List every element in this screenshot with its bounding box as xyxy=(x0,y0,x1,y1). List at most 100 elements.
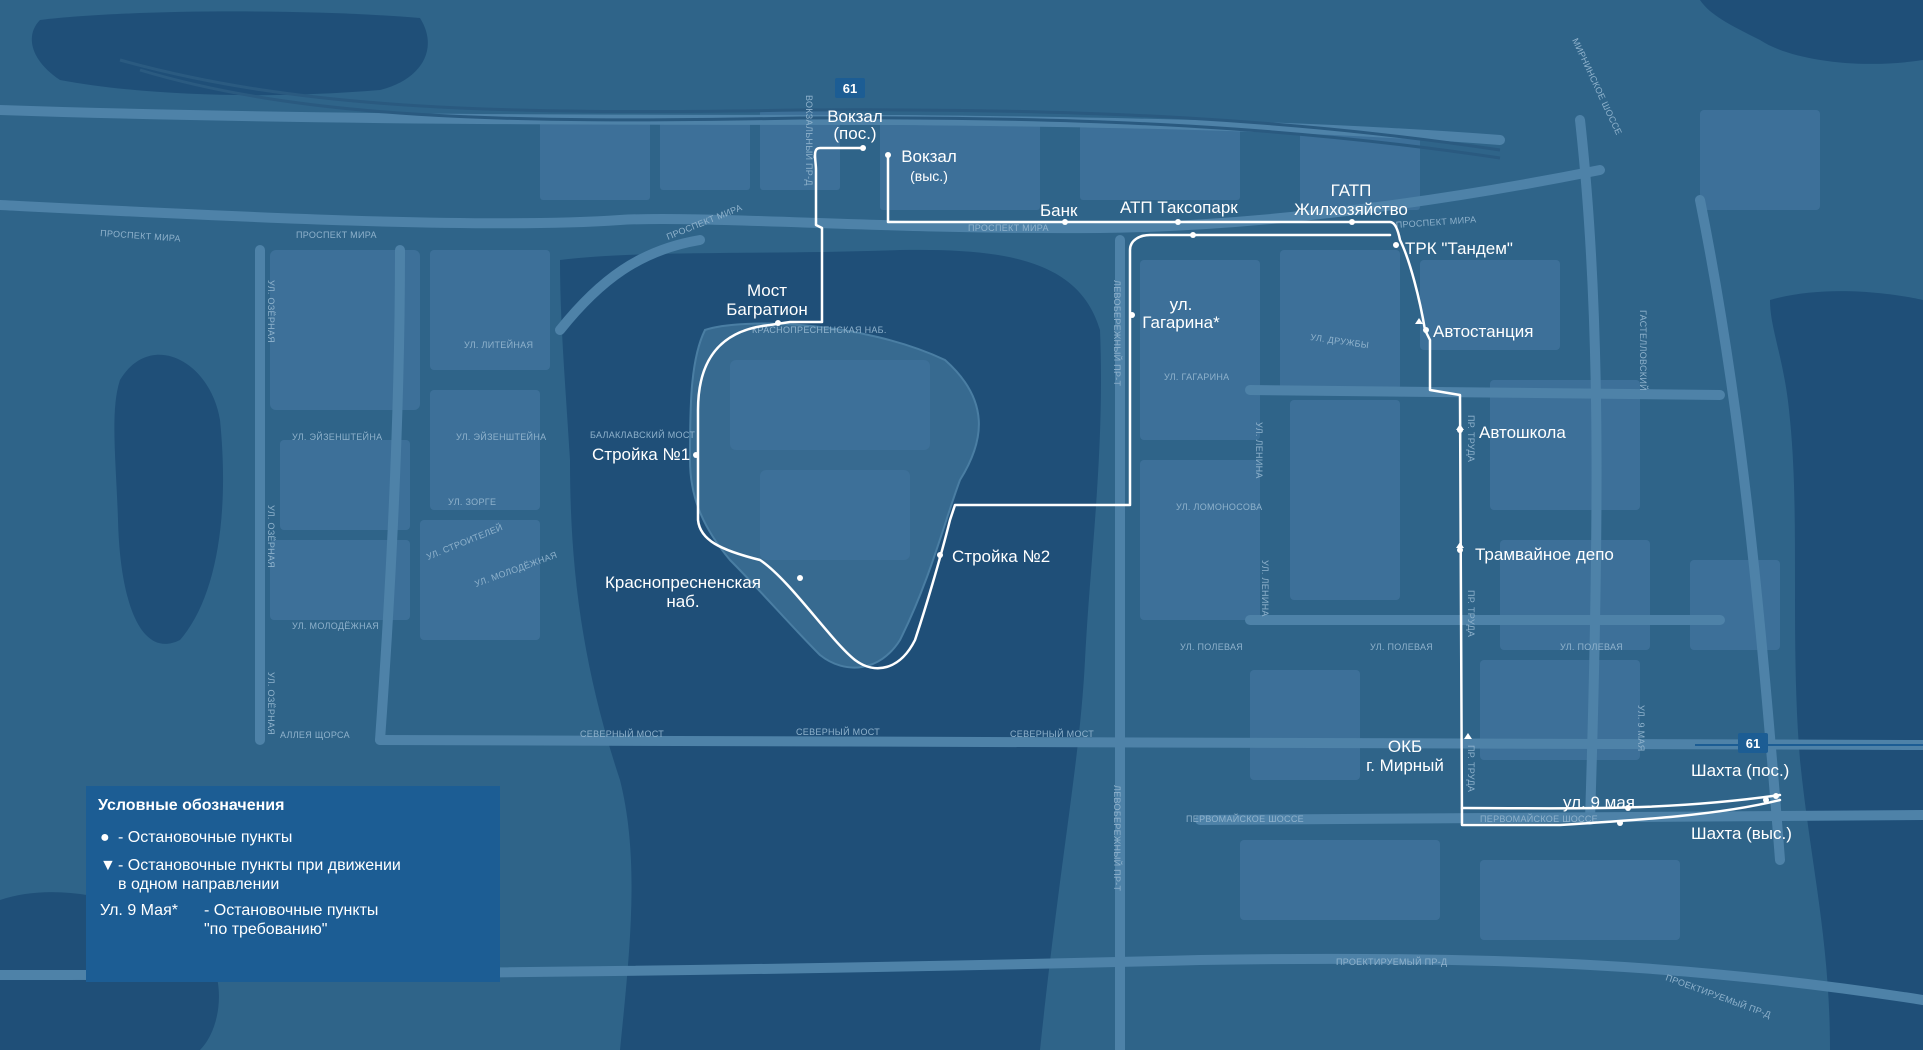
legend-row-request-example: Ул. 9 Мая* xyxy=(100,902,178,919)
stop-dot-shakhta-pos xyxy=(1773,793,1779,799)
street-vokzalny: ВОКЗАЛЬНЫЙ ПР-Д xyxy=(804,95,815,186)
stop-markers xyxy=(693,145,1779,826)
street-levoberezhny-1: ЛЕВОБЕРЕЖНЫЙ ПР-Т xyxy=(1112,280,1123,387)
legend-row-oneway-text-1: - Остановочные пункты при движении xyxy=(118,857,401,874)
legend-row-oneway: ▼- Остановочные пункты при движении xyxy=(100,856,401,875)
route-segment-loop xyxy=(1460,793,1782,810)
stop-tramdepo-label: Трамвайное депо xyxy=(1475,545,1614,564)
stop-dot-gagarina xyxy=(1129,312,1135,318)
legend-panel: Условные обозначения ● - Остановочные пун… xyxy=(86,786,500,982)
legend-row-request-text-2: "по требованию" xyxy=(204,921,328,938)
street-pervomayskoe-2: ПЕРВОМАЙСКОЕ ШОССЕ xyxy=(1480,813,1598,824)
route-badge-north: 61 xyxy=(835,78,865,98)
stop-dot-most xyxy=(775,320,781,326)
street-liteynaya: УЛ. ЛИТЕЙНАЯ xyxy=(464,339,533,350)
stop-dot-may9 xyxy=(1625,805,1631,811)
blocks-layer xyxy=(270,110,1820,940)
svg-text:61: 61 xyxy=(843,81,857,96)
bay-northeast xyxy=(1700,0,1923,64)
stop-dot-stroika1 xyxy=(693,452,699,458)
street-gastellovsky: ГАСТЕЛЛОВСКИЙ xyxy=(1638,310,1649,391)
street-may9: УЛ. 9 МАЯ xyxy=(1636,705,1646,752)
street-poleva-3: УЛ. ПОЛЕВАЯ xyxy=(1560,642,1623,652)
stop-dot-shakhta-vys-2 xyxy=(1617,820,1623,826)
stop-dot-shakhta-vys xyxy=(1763,797,1769,803)
street-lenina-1: УЛ. ЛЕНИНА xyxy=(1254,422,1264,479)
street-severny-2: СЕВЕРНЫЙ МОСТ xyxy=(796,726,880,737)
stop-avtoshkola-label: Автошкола xyxy=(1479,423,1566,442)
stop-stroika2-label: Стройка №2 xyxy=(952,547,1050,566)
stop-dot-vokzal-pos xyxy=(860,145,866,151)
street-truda-2: ПР. ТРУДА xyxy=(1466,590,1476,637)
street-severny-1: СЕВЕРНЫЙ МОСТ xyxy=(580,728,664,739)
street-lomonosova: УЛ. ЛОМОНОСОВА xyxy=(1176,502,1262,512)
street-prospekt-mira-2: ПРОСПЕКТ МИРА xyxy=(296,230,377,240)
street-krasnopresn-nab: КРАСНОПРЕСНЕНСКАЯ НАБ. xyxy=(752,325,887,335)
street-zorge: УЛ. ЗОРГЕ xyxy=(448,497,496,507)
lake-northwest xyxy=(31,11,428,96)
one-way-triangle-icon: ▼ xyxy=(100,857,116,874)
roads-layer xyxy=(0,105,1923,1050)
stop-dot-gagarina-2 xyxy=(1190,232,1196,238)
legend-row-stop-text: - Остановочные пункты xyxy=(118,829,293,846)
street-ozernaya-2: УЛ. ОЗЁРНАЯ xyxy=(266,505,276,568)
street-lenina-2: УЛ. ЛЕНИНА xyxy=(1260,560,1270,617)
stop-dot-tramdepo xyxy=(1457,547,1463,553)
stop-vokzal-vys-label: Вокзал(выс.) xyxy=(901,147,957,184)
street-molodezhnaya-2: УЛ. МОЛОДЁЖНАЯ xyxy=(292,621,379,631)
street-prospekt-mira-4: ПРОСПЕКТ МИРА xyxy=(968,223,1049,233)
street-eyzenshteina-2: УЛ. ЭЙЗЕНШТЕЙНА xyxy=(456,431,546,442)
street-alleya-shchorsa: АЛЛЕЯ ЩОРСА xyxy=(280,730,350,740)
stop-gagarina-label: ул.Гагарина* xyxy=(1142,295,1220,332)
street-eyzenshteina-1: УЛ. ЭЙЗЕНШТЕЙНА xyxy=(292,431,382,442)
street-poleva-1: УЛ. ПОЛЕВАЯ xyxy=(1180,642,1243,652)
route-badge-east: 61 xyxy=(1695,733,1923,753)
river-east xyxy=(1770,291,1923,1050)
stop-dot-bank xyxy=(1062,219,1068,225)
street-gagarina: УЛ. ГАГАРИНА xyxy=(1164,372,1229,382)
stop-dot-krasnopresn xyxy=(797,575,803,581)
stop-shakhta-vys-label: Шахта (выс.) xyxy=(1691,824,1792,843)
street-poleva-2: УЛ. ПОЛЕВАЯ xyxy=(1370,642,1433,652)
street-ozernaya-1: УЛ. ОЗЁРНАЯ xyxy=(266,280,276,343)
one-way-marker-2 xyxy=(1456,424,1464,430)
stop-may9-label: ул. 9 мая xyxy=(1563,793,1635,812)
street-truda-1: ПР. ТРУДА xyxy=(1466,415,1476,462)
stop-trk-label: ТРК "Тандем" xyxy=(1405,239,1513,258)
lake-west xyxy=(114,354,224,644)
street-levoberezhny-2: ЛЕВОБЕРЕЖНЫЙ ПР-Т xyxy=(1112,785,1123,892)
one-way-marker-3 xyxy=(1456,542,1464,548)
one-way-markers xyxy=(1415,318,1472,739)
stop-dot-avtostanciya xyxy=(1423,327,1429,333)
stop-dot-icon: ● xyxy=(100,829,110,846)
stop-dot-vokzal-vys xyxy=(885,152,891,158)
one-way-marker-1 xyxy=(1415,318,1423,324)
stop-dot-gatp xyxy=(1349,219,1355,225)
stop-avtostanciya-label: Автостанция xyxy=(1433,322,1533,341)
route-segment-west xyxy=(696,146,1392,670)
street-balaklavsky: БАЛАКЛАВСКИЙ МОСТ xyxy=(590,429,695,440)
stop-dot-trk xyxy=(1393,242,1399,248)
stop-stroika1-label: Стройка №1 xyxy=(592,445,690,464)
legend-row-oneway-line2: в одном направлении xyxy=(118,876,280,893)
stop-dot-stroika2 xyxy=(937,552,943,558)
street-pervomayskoe-1: ПЕРВОМАЙСКОЕ ШОССЕ xyxy=(1186,813,1304,824)
street-ozernaya-3: УЛ. ОЗЁРНАЯ xyxy=(266,672,276,735)
stop-shakhta-pos-label: Шахта (пос.) xyxy=(1691,761,1789,780)
street-truda-3: ПР. ТРУДА xyxy=(1466,745,1476,792)
street-proektiruemy-1: ПРОЕКТИРУЕМЫЙ ПР-Д xyxy=(1336,956,1447,967)
stop-dot-atp xyxy=(1175,219,1181,225)
rail-layer xyxy=(119,58,1501,160)
legend-title: Условные обозначения xyxy=(98,797,285,814)
one-way-marker-4 xyxy=(1464,733,1472,739)
stop-vokzal-pos-label: Вокзал(пос.) xyxy=(827,107,883,143)
legend-row-request-text-1: - Остановочные пункты xyxy=(204,902,379,919)
street-severny-3: СЕВЕРНЫЙ МОСТ xyxy=(1010,728,1094,739)
stop-atp-label: АТП Таксопарк xyxy=(1120,198,1238,217)
